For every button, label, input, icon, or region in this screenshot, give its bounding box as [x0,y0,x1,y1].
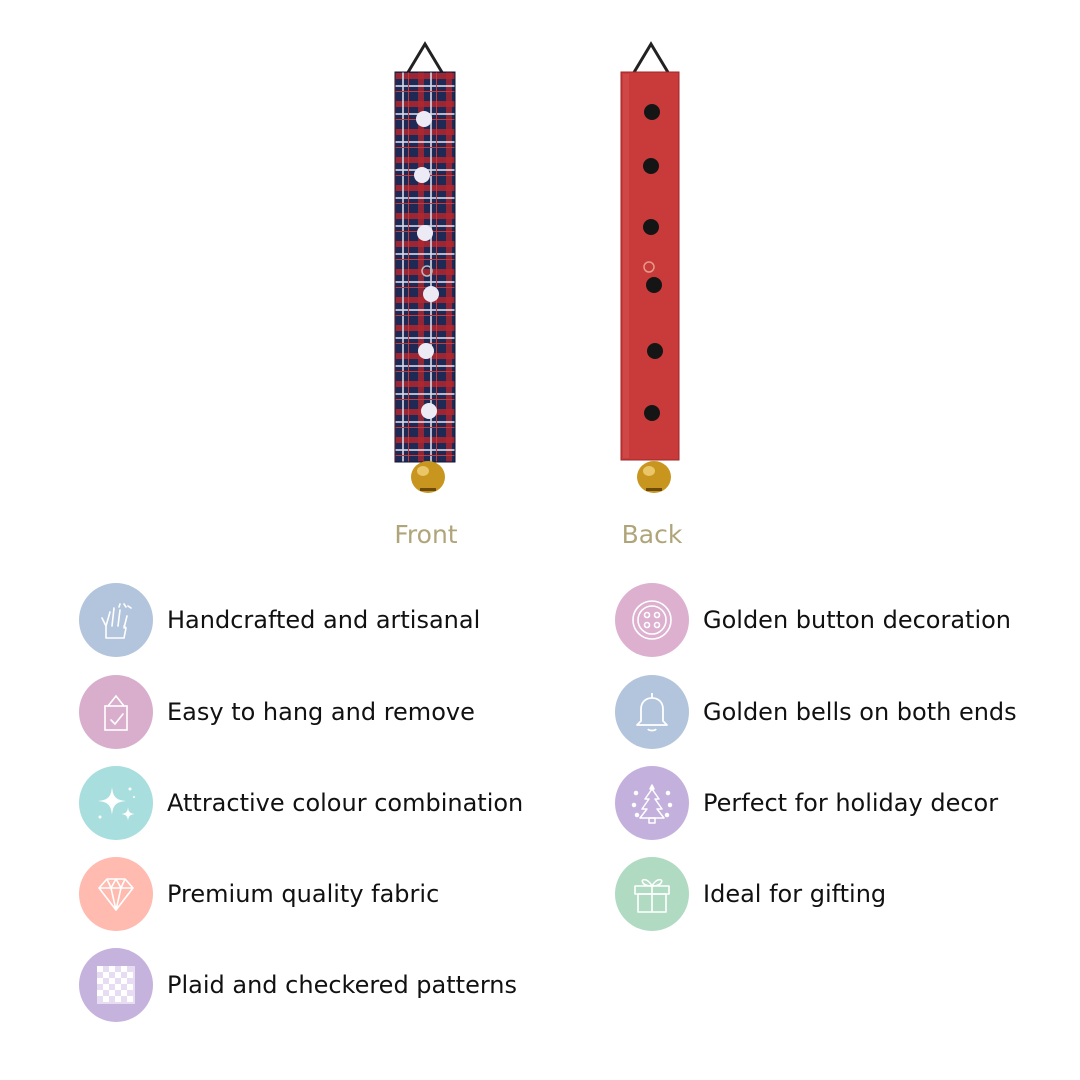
hang-tag-icon [79,675,153,749]
feature-label: Golden button decoration [703,606,1012,634]
back-strip-image [611,40,691,500]
feature-easy-hang: Easy to hang and remove [79,675,475,749]
feature-label: Golden bells on both ends [703,698,1017,726]
feature-button-decoration: Golden button decoration [615,583,1011,657]
christmas-tree-icon [615,766,689,840]
feature-handcrafted: Handcrafted and artisanal [79,583,480,657]
feature-golden-bells: Golden bells on both ends [615,675,1017,749]
feature-plaid-patterns: Plaid and checkered patterns [79,948,517,1022]
feature-label: Premium quality fabric [167,880,440,908]
bell-icon [615,675,689,749]
diamond-icon [79,857,153,931]
checkered-icon [79,948,153,1022]
button-icon [615,583,689,657]
feature-holiday-decor: Perfect for holiday decor [615,766,998,840]
feature-label: Perfect for holiday decor [703,789,999,817]
feature-ideal-gifting: Ideal for gifting [615,857,886,931]
front-caption: Front [394,520,458,549]
feature-colour-combination: Attractive colour combination [79,766,523,840]
feature-label: Ideal for gifting [703,880,887,908]
back-caption: Back [621,520,683,549]
feature-label: Handcrafted and artisanal [167,606,481,634]
front-strip-image [385,40,465,500]
sparkles-icon [79,766,153,840]
feature-label: Attractive colour combination [167,789,524,817]
feature-label: Plaid and checkered patterns [167,971,517,999]
hand-icon [79,583,153,657]
feature-label: Easy to hang and remove [167,698,475,726]
gift-icon [615,857,689,931]
feature-premium-fabric: Premium quality fabric [79,857,439,931]
